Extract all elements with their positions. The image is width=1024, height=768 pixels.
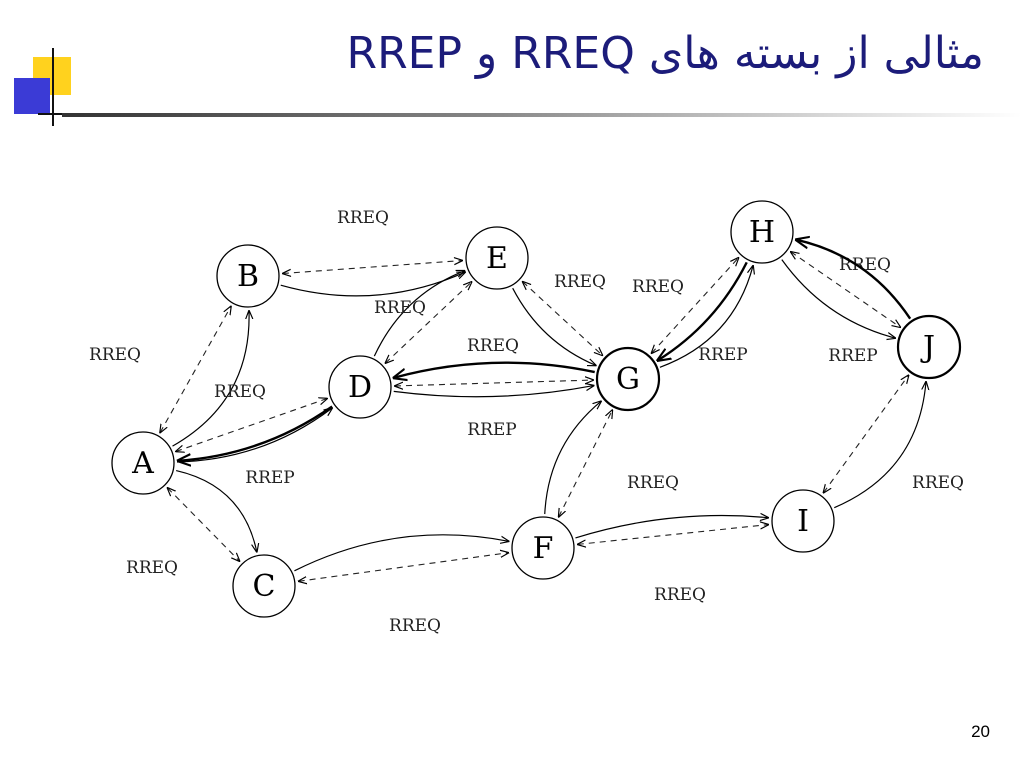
edge-rreq-A-D: [176, 408, 332, 463]
node-label-G: G: [616, 362, 640, 397]
node-F: F: [511, 516, 575, 580]
edge-label-I-J: RREQ: [912, 473, 964, 493]
edge-rreq-A-B: [172, 311, 250, 447]
node-circle-D: [328, 355, 392, 419]
edge-rreq-C-F: [294, 534, 508, 572]
node-G: G: [595, 346, 661, 412]
node-circle-J: [896, 314, 962, 380]
slide-logo: [0, 0, 80, 130]
edge-rrep-H-G: [658, 261, 748, 360]
edge-label-G-D: RREP: [467, 420, 516, 440]
edge-label-C-F: RREQ: [389, 616, 441, 636]
node-circle-G: [595, 346, 661, 412]
node-label-D: D: [348, 370, 372, 405]
edge-label-D-G: RREQ: [467, 336, 519, 356]
title-underline: [62, 113, 1022, 117]
edge-label-B-E: RREQ: [337, 208, 389, 228]
edge-label-G-H: RREQ: [632, 277, 684, 297]
links-layer: [160, 252, 908, 581]
node-label-A: A: [131, 446, 154, 481]
link-B-E: [283, 261, 462, 274]
node-C: C: [232, 554, 296, 618]
link-D-E: [385, 282, 471, 363]
node-D: D: [328, 355, 392, 419]
node-circle-F: [511, 516, 575, 580]
node-A: A: [111, 431, 175, 495]
page-number: 20: [971, 722, 990, 741]
nodes-layer: A B C D E F G H I J: [111, 200, 962, 618]
logo-horizontal-line: [38, 113, 78, 115]
edge-rreq-D-G: [393, 386, 594, 398]
edge-label-H-G: RREP: [698, 345, 747, 365]
edge-rreq-F-G: [544, 401, 601, 515]
link-F-G: [559, 410, 613, 516]
edge-label-D-E: RREQ: [374, 298, 426, 318]
edge-rreq-G-H: [659, 266, 753, 368]
link-A-D: [176, 399, 327, 452]
link-H-J: [791, 252, 900, 327]
logo-blue-square: [14, 78, 50, 114]
edge-label-A-B: RREQ: [89, 345, 141, 365]
edge-rreq-D-E: [373, 271, 464, 357]
node-B: B: [216, 244, 280, 308]
link-A-B: [160, 307, 231, 433]
node-label-I: I: [797, 504, 809, 539]
node-label-C: C: [253, 569, 276, 604]
link-D-G: [395, 380, 593, 386]
edge-rrep-J-H: [796, 240, 912, 320]
link-I-J: [824, 375, 909, 492]
edge-label-F-I: RREQ: [654, 585, 706, 605]
node-label-H: H: [749, 215, 775, 250]
node-circle-A: [111, 431, 175, 495]
link-C-F: [299, 553, 509, 582]
node-H: H: [730, 200, 794, 264]
node-J: J: [896, 314, 962, 380]
edge-label-D-A: RREP: [245, 468, 294, 488]
edge-rreq-A-C: [176, 469, 257, 552]
node-label-E: E: [486, 241, 508, 276]
edge-rreq-I-J: [834, 382, 926, 509]
link-E-G: [523, 282, 603, 356]
edge-label-A-D: RREQ: [214, 382, 266, 402]
edge-label-H-J: RREQ: [839, 255, 891, 275]
edges-layer: RREQ RREQ RREQ RREQ RREQ RREQ RREQ RREQ RREQ RREQ…: [89, 208, 964, 636]
link-A-C: [168, 488, 240, 561]
node-circle-B: [216, 244, 280, 308]
edge-rrep-D-A: [178, 405, 333, 460]
node-I: I: [771, 489, 835, 553]
slide-title: مثالی از بسته های RREQ و RREP: [346, 28, 984, 79]
edge-label-A-C: RREQ: [126, 558, 178, 578]
edge-rreq-E-G: [512, 287, 596, 365]
edge-rreq-F-I: [575, 516, 768, 539]
node-label-J: J: [920, 330, 935, 365]
node-E: E: [465, 226, 529, 290]
edge-label-J-H: RREP: [828, 346, 877, 366]
edge-rreq-H-J: [781, 259, 895, 338]
node-circle-H: [730, 200, 794, 264]
logo-vertical-line: [52, 48, 54, 126]
node-circle-I: [771, 489, 835, 553]
edge-rrep-G-D: [394, 361, 595, 378]
link-G-H: [652, 258, 739, 353]
link-F-I: [578, 525, 768, 545]
edge-label-E-G: RREQ: [554, 272, 606, 292]
node-circle-C: [232, 554, 296, 618]
node-label-B: B: [237, 259, 259, 294]
node-circle-E: [465, 226, 529, 290]
node-label-F: F: [533, 531, 554, 566]
edge-label-F-G: RREQ: [627, 473, 679, 493]
